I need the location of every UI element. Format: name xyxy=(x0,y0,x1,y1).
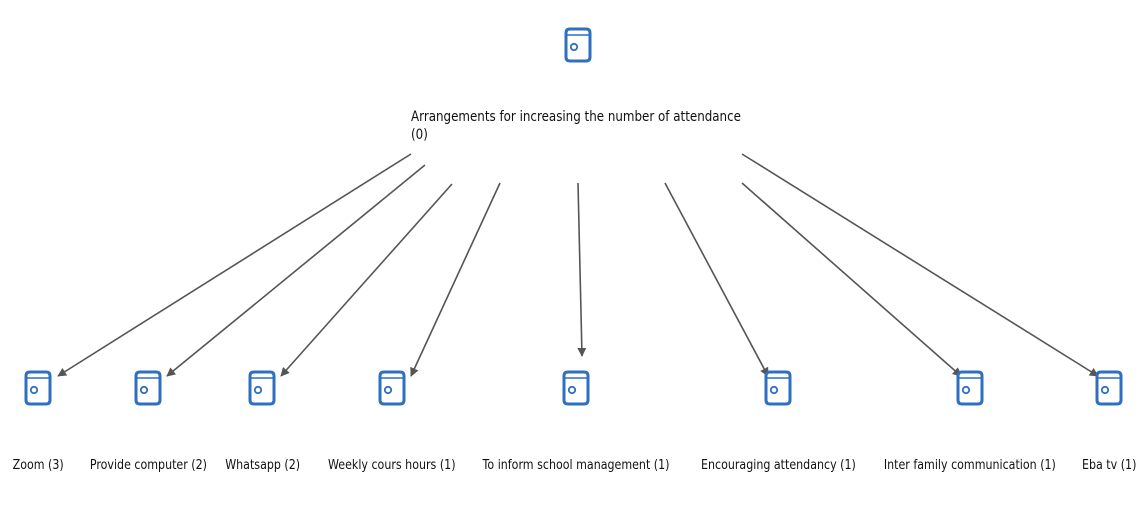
child-node-icon[interactable] xyxy=(956,370,984,406)
edge-arrow xyxy=(280,183,453,377)
edge-arrow xyxy=(166,164,426,377)
child-node-label[interactable]: Inter family communication (1) xyxy=(883,457,1056,473)
icons-group xyxy=(24,27,1123,406)
child-node-icon[interactable] xyxy=(562,370,590,406)
child-node-label[interactable]: Eba tv (1) xyxy=(1081,457,1137,473)
edges-group xyxy=(57,153,1099,377)
child-node-icon[interactable] xyxy=(24,370,52,406)
child-node-icon[interactable] xyxy=(134,370,162,406)
child-node-icon[interactable] xyxy=(248,370,276,406)
root-node-icon[interactable] xyxy=(564,27,592,63)
child-node-label[interactable]: Weekly cours hours (1) xyxy=(327,457,456,473)
child-node-label[interactable]: Encouraging attendancy (1) xyxy=(700,457,856,473)
edge-arrow xyxy=(57,153,412,377)
child-node-icon[interactable] xyxy=(764,370,792,406)
child-node-label[interactable]: Provide computer (2) xyxy=(89,457,207,473)
child-node-icon[interactable] xyxy=(378,370,406,406)
root-node-title: Arrangements for increasing the number o… xyxy=(411,109,741,125)
edge-arrow xyxy=(741,153,1099,377)
edge-arrow xyxy=(577,182,587,357)
edge-arrow xyxy=(664,182,769,377)
edge-arrow xyxy=(410,182,501,377)
child-node-label[interactable]: To inform school management (1) xyxy=(482,457,670,473)
child-node-label[interactable]: Whatsapp (2) xyxy=(224,457,300,473)
child-node-label[interactable]: Zoom (3) xyxy=(12,457,64,473)
root-node-count: (0) xyxy=(411,127,428,143)
edge-arrow xyxy=(741,182,962,377)
child-node-icon[interactable] xyxy=(1095,370,1123,406)
root-node-label[interactable]: Arrangements for increasing the number o… xyxy=(411,108,741,144)
